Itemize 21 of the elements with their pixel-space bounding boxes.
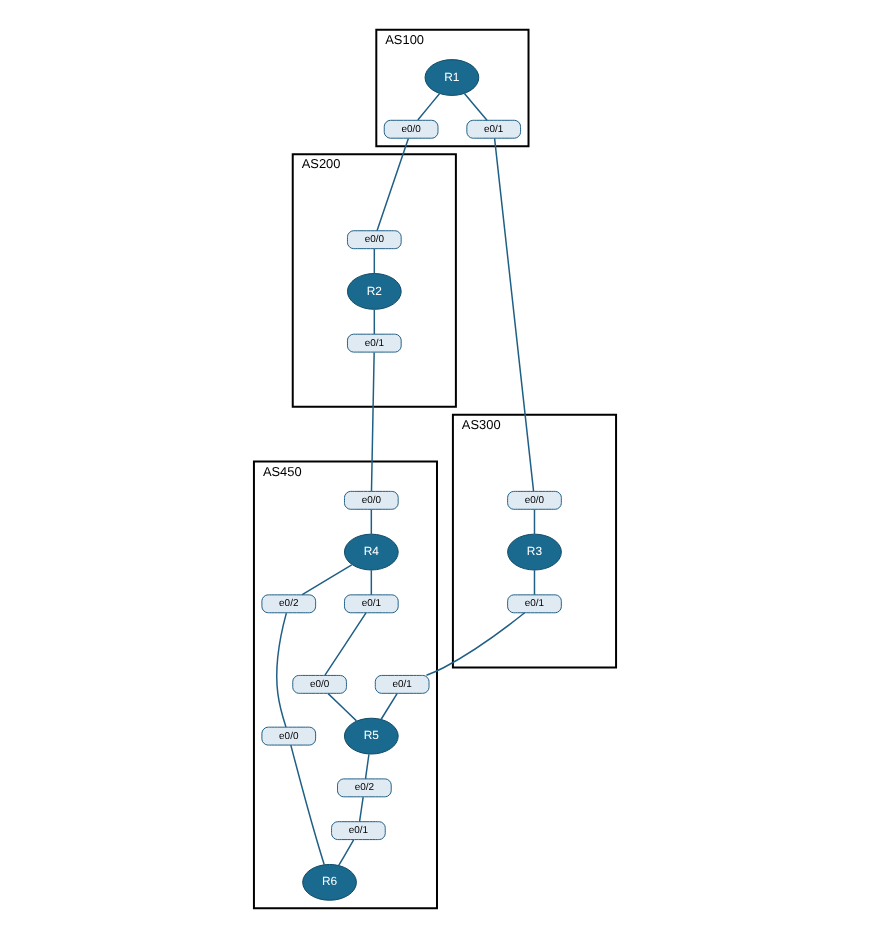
connector	[370, 351, 375, 493]
connector	[425, 612, 526, 676]
connector	[324, 612, 367, 676]
connector	[376, 137, 410, 232]
connector	[370, 508, 373, 535]
connector	[373, 308, 376, 335]
connector	[276, 612, 288, 728]
connector	[493, 137, 535, 492]
connector	[358, 796, 364, 823]
connector	[364, 753, 370, 780]
connector	[533, 508, 536, 535]
connector	[301, 564, 353, 596]
connector	[327, 692, 358, 722]
connector	[417, 92, 441, 121]
connector	[290, 744, 325, 866]
connector	[380, 692, 398, 720]
connector	[370, 569, 373, 596]
connector	[373, 248, 376, 275]
connector	[533, 569, 536, 596]
connector	[463, 92, 488, 122]
connector	[338, 839, 355, 867]
